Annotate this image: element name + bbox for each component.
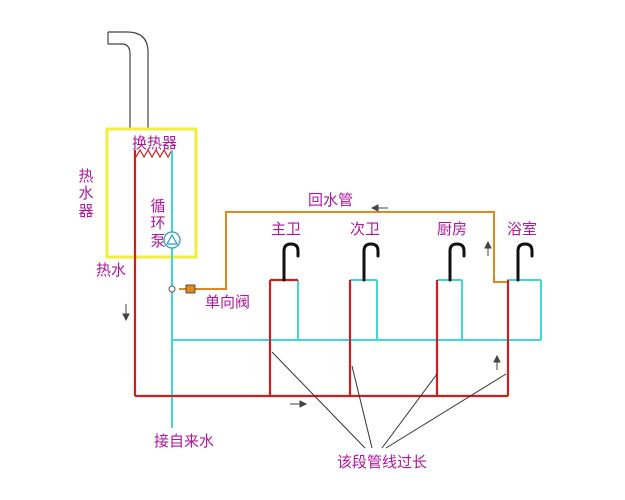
too-long-note: 该段管线过长 [337,453,428,471]
bath-main-label: 主卫 [271,220,302,238]
check-valve-label: 单向阀 [205,293,251,311]
heat-exchanger-label: 换热器 [132,134,178,152]
heater-box [105,127,198,259]
kitchen-label: 厨房 [437,220,468,238]
faucets [282,242,534,282]
faucet-icon [516,242,534,282]
flow-arrow-icon [122,204,501,408]
return-pipe-label: 回水管 [308,191,354,209]
pump-label: 循环泵 [150,197,166,250]
cold-inlet-label: 接自来水 [154,432,215,450]
circulation-pump-icon [163,231,181,249]
annotation-lines [271,351,507,449]
hot-pipes [133,150,510,398]
heat-exchanger-coil-icon [135,148,173,159]
bath-second-label: 次卫 [350,220,381,238]
chimney-icon [108,31,149,130]
heater-label: 热水器 [78,167,94,220]
faucet-icon [362,242,380,282]
check-valve-icon [168,284,196,294]
return-pipe [179,211,508,290]
hot-water-label: 热水 [96,261,127,279]
faucet-icon [448,242,466,282]
shower-room-label: 浴室 [507,220,538,238]
faucet-icon [282,242,300,282]
